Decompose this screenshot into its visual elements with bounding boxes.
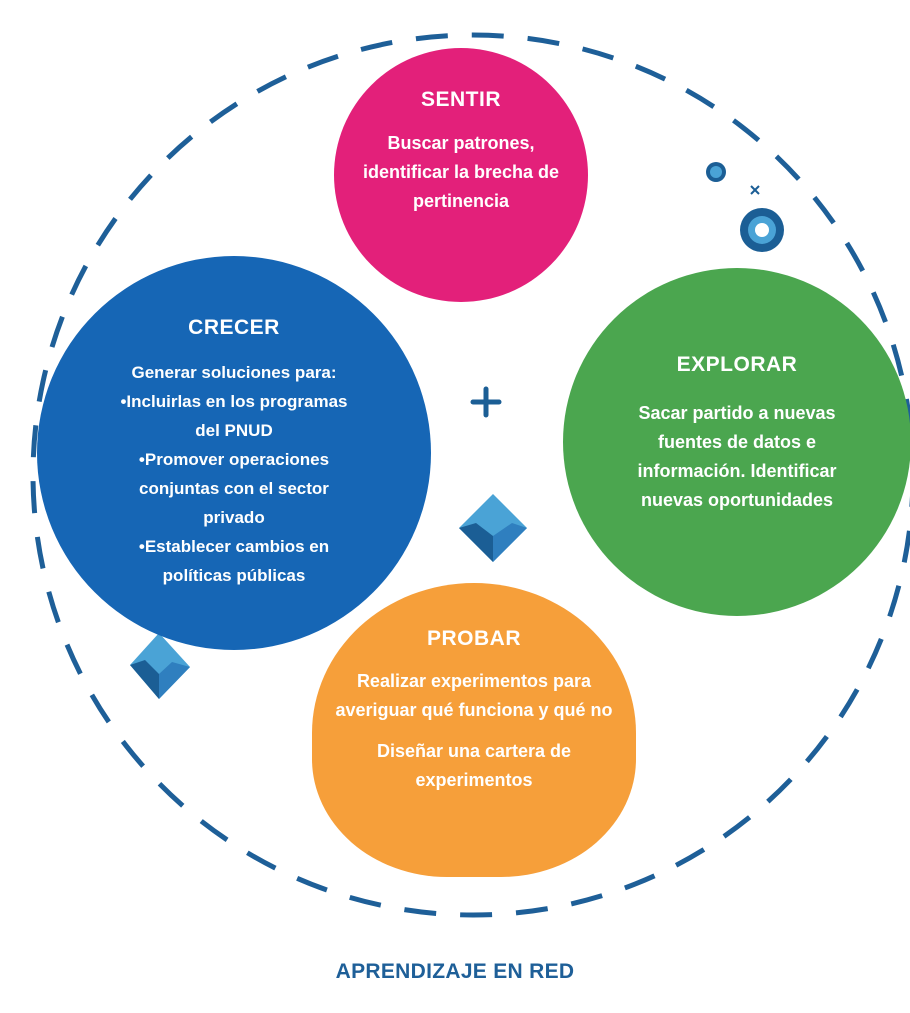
sentir-body: Buscar patrones, identificar la brecha d… xyxy=(362,133,560,211)
probar-body: Realizar experimentos para averiguar qué… xyxy=(335,671,613,720)
crecer-line: •Incluirlas en los programas xyxy=(120,392,348,411)
sentir-title: SENTIR xyxy=(420,88,501,111)
crecer-line: •Promover operaciones xyxy=(138,450,330,469)
crecer-line: Generar soluciones para: xyxy=(131,363,337,382)
explorar-title: EXPLORAR xyxy=(676,353,798,376)
ring-dot-icon xyxy=(706,162,726,182)
crecer-line: •Establecer cambios en xyxy=(138,537,330,556)
crecer-line: conjuntas con el sector xyxy=(139,479,329,498)
crecer-body: Generar soluciones para: •Incluirlas en … xyxy=(84,358,384,590)
dashed-ring xyxy=(30,32,910,918)
crecer-line: políticas públicas xyxy=(162,566,306,585)
sentir-circle: SENTIR Buscar patrones, identificar la b… xyxy=(334,48,588,302)
crecer-title: CRECER xyxy=(188,316,280,339)
target-icon xyxy=(740,208,784,252)
crecer-circle: CRECER Generar soluciones para: •Incluir… xyxy=(37,256,431,650)
crecer-line: privado xyxy=(203,508,265,527)
explorar-body: Sacar partido a nuevas fuentes de datos … xyxy=(637,403,837,510)
diamond-icon xyxy=(130,633,190,699)
plus-icon xyxy=(470,386,502,418)
probar-title: PROBAR xyxy=(426,627,521,650)
small-cross-icon xyxy=(750,185,760,195)
probar-circle: PROBAR Realizar experimentos para averig… xyxy=(312,583,636,877)
footer-title: APRENDIZAJE EN RED xyxy=(335,960,575,983)
probar-body-secondary: Diseñar una cartera de experimentos xyxy=(376,741,572,790)
explorar-circle: EXPLORAR Sacar partido a nuevas fuentes … xyxy=(563,268,910,616)
crecer-line: del PNUD xyxy=(195,421,273,440)
diamond-icon xyxy=(459,494,527,562)
